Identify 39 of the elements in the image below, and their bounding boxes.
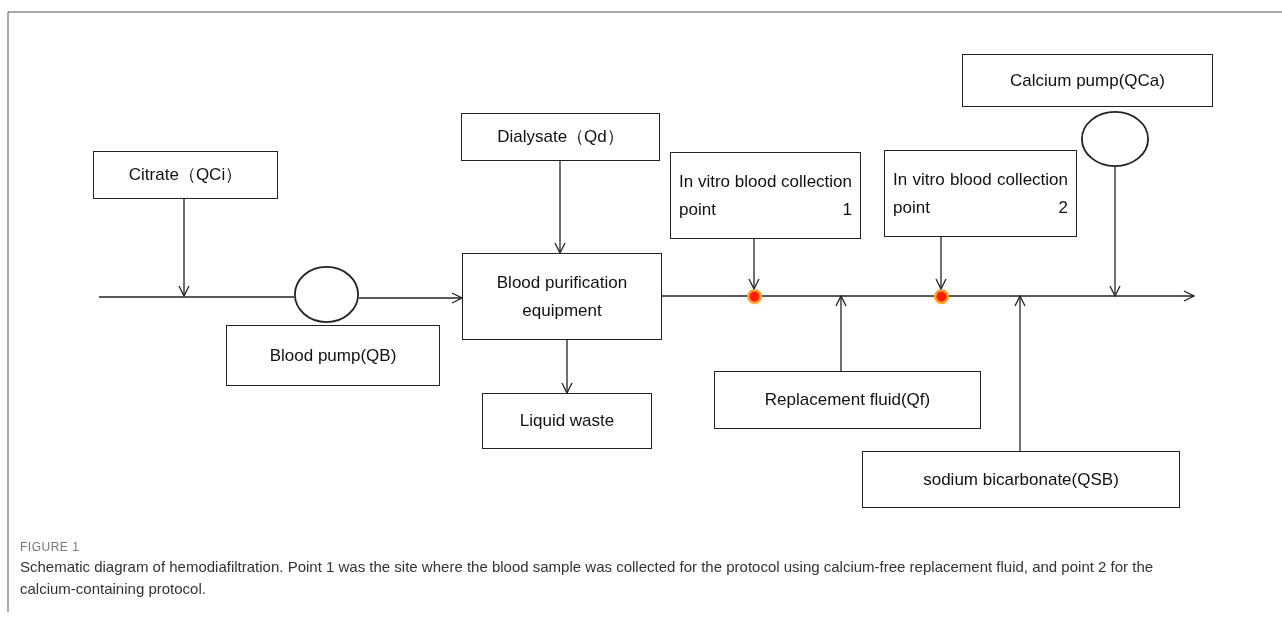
sampling-point-dot [747, 289, 762, 304]
box-label: Blood purification equipment [495, 272, 629, 322]
box-label: Dialysate（Qd） [496, 126, 625, 149]
connector-line [761, 295, 935, 297]
process-box [884, 150, 1077, 237]
connector-line [98, 296, 295, 298]
process-box [93, 151, 278, 199]
process-box [670, 152, 861, 239]
figure-number: FIGURE 1 [20, 540, 80, 554]
arrow [358, 292, 463, 304]
arrow [178, 198, 190, 297]
arrow [1109, 166, 1121, 297]
pump-circle [294, 266, 359, 323]
arrow [554, 160, 566, 254]
box-label: sodium bicarbonate(QSB) [922, 468, 1120, 491]
arrow [948, 290, 1195, 302]
connector-line [661, 295, 748, 297]
process-box [226, 325, 440, 386]
arrow [748, 238, 760, 290]
process-box [862, 451, 1180, 508]
arrow [835, 295, 847, 372]
box-label: Liquid waste [518, 410, 616, 433]
figure-caption: Schematic diagram of hemodiafiltration. Point 1 was the site where the blood sample was collected for the protocol using calcium-free replacement fluid, and point 2 for the calcium-containing protocol. [20, 557, 1155, 599]
process-box [482, 393, 652, 449]
process-box [461, 113, 660, 161]
box-label: Blood pump(QB) [268, 344, 398, 367]
process-box [714, 371, 981, 429]
process-box [962, 54, 1213, 107]
arrow [1014, 295, 1026, 452]
arrow [935, 236, 947, 290]
box-label: Replacement fluid(Qf) [763, 389, 932, 412]
arrow [561, 339, 573, 394]
box-label: In vitro blood collection point 1 [678, 171, 853, 221]
sampling-point-dot [934, 289, 949, 304]
box-label: Citrate（QCi） [127, 164, 244, 187]
pump-circle [1081, 111, 1149, 167]
box-label: In vitro blood collection point 2 [892, 169, 1069, 219]
process-box [462, 253, 662, 340]
box-label: Calcium pump(QCa) [1009, 69, 1166, 92]
